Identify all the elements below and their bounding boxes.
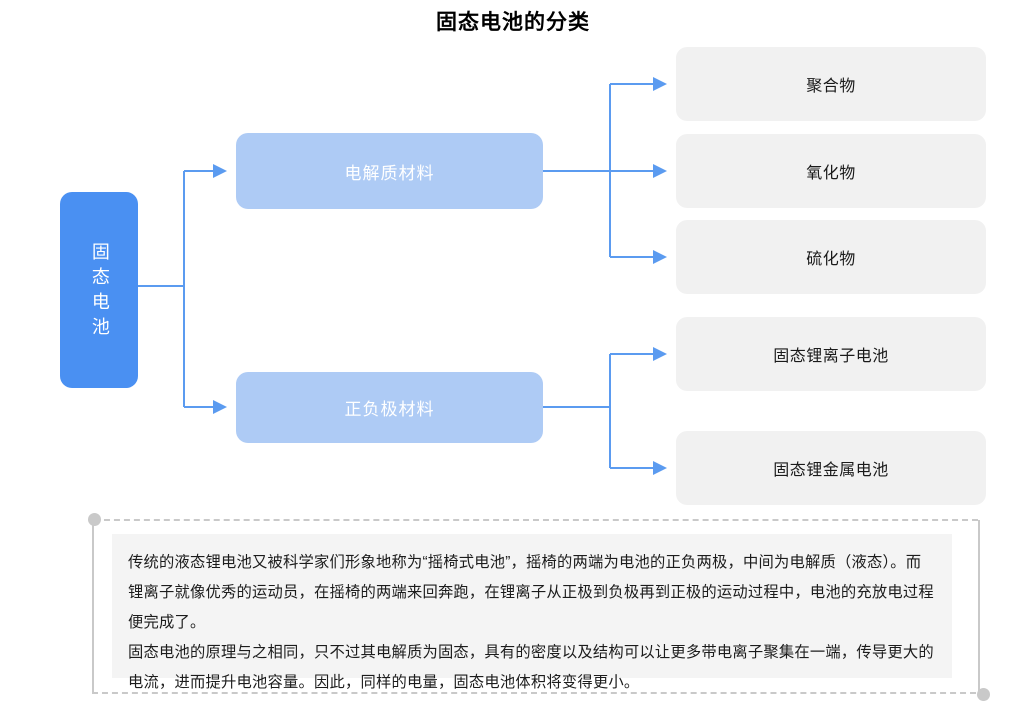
branch-node-label: 电解质材料: [344, 163, 435, 183]
leaf-node-label: 硫化物: [806, 251, 856, 268]
leaf-node-oxide[interactable]: 氧化物: [676, 134, 986, 208]
footnote-dashed-line-top: [94, 519, 978, 521]
leaf-node-lithium-metal-battery[interactable]: 固态锂金属电池: [676, 431, 986, 505]
leaf-node-label: 氧化物: [806, 165, 856, 182]
footnote-paragraph: 传统的液态锂电池又被科学家们形象地称为“摇椅式电池”，摇椅的两端为电池的正负两极…: [128, 554, 934, 631]
branch-node-electrode[interactable]: 正负极材料: [236, 372, 543, 443]
root-node[interactable]: 固态电池: [60, 192, 138, 388]
footnote-dot-bottom-right: [977, 688, 990, 701]
branch-node-label: 正负极材料: [344, 400, 435, 419]
root-node-label: 固态电池: [89, 241, 110, 342]
footnote-callout: 传统的液态锂电池又被科学家们形象地称为“摇椅式电池”，摇椅的两端为电池的正负两极…: [78, 512, 992, 704]
leaf-node-polymer[interactable]: 聚合物: [676, 47, 986, 121]
footnote-text-body: 传统的液态锂电池又被科学家们形象地称为“摇椅式电池”，摇椅的两端为电池的正负两极…: [112, 534, 952, 691]
page-title: 固态电池的分类: [436, 11, 590, 34]
leaf-node-label: 固态锂金属电池: [773, 462, 889, 479]
branch-node-electrolyte[interactable]: 电解质材料: [236, 133, 543, 209]
leaf-node-lithium-ion-battery[interactable]: 固态锂离子电池: [676, 317, 986, 391]
leaf-node-label: 聚合物: [806, 78, 856, 95]
leaf-node-sulfide[interactable]: 硫化物: [676, 220, 986, 294]
leaf-node-label: 固态锂离子电池: [773, 348, 889, 365]
footnote-dashed-line-bottom: [92, 692, 976, 694]
footnote-dot-top-left: [88, 513, 101, 526]
footnote-paragraph: 固态电池的原理与之相同，只不过其电解质为固态，具有的密度以及结构可以让更多带电离…: [128, 644, 934, 691]
footnote-frame-border: [92, 520, 980, 692]
